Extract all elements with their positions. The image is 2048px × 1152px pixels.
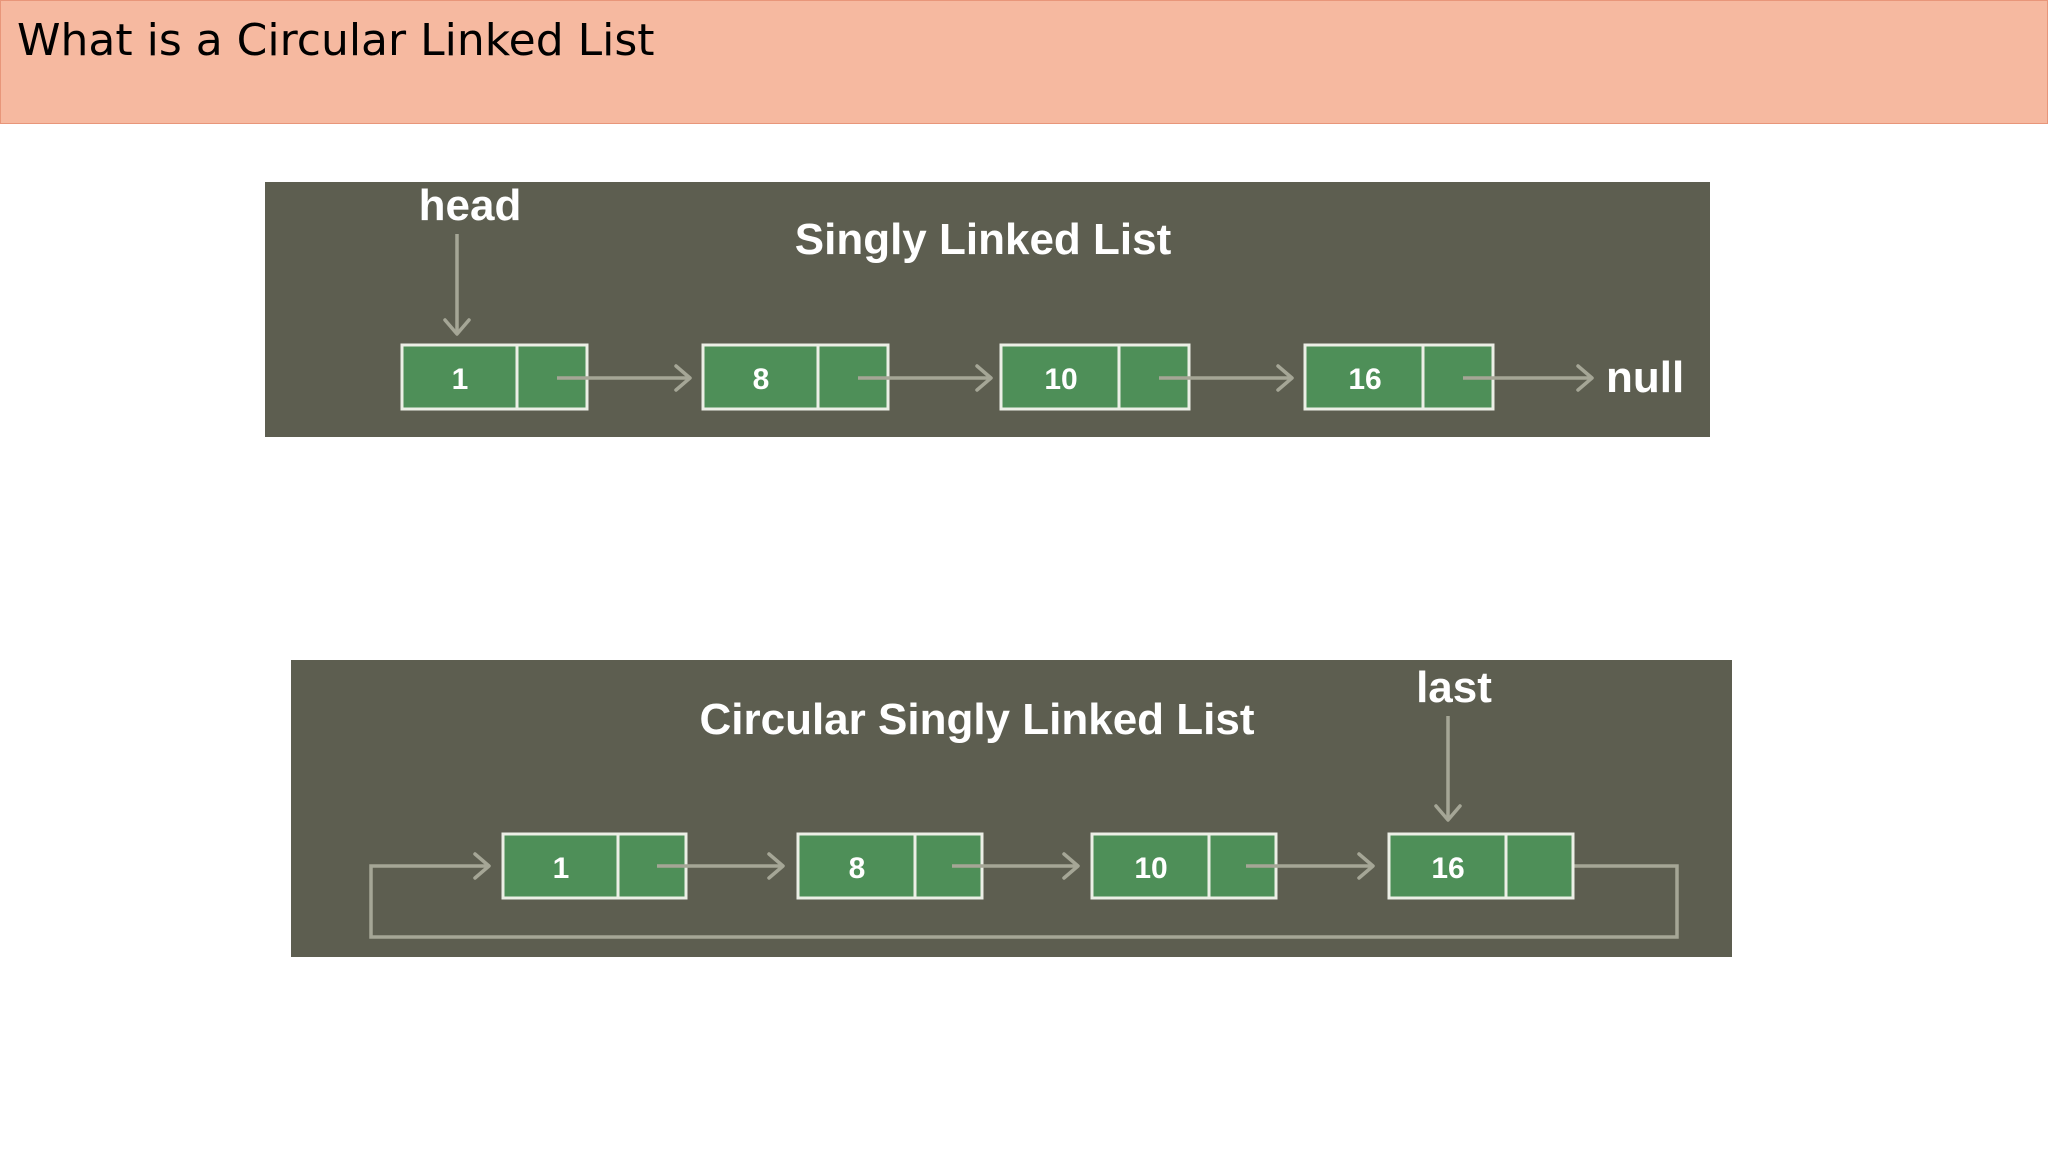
singly-diagram-canvas: head Singly Linked List 1 8 10: [400, 182, 1684, 411]
head-label: head: [419, 182, 522, 230]
singly-node-16: 16: [1303, 343, 1495, 411]
node-value: 16: [1431, 852, 1464, 885]
singly-title: Singly Linked List: [795, 215, 1172, 264]
circular-linked-list-diagram: Circular Singly Linked List last 1 8 10: [291, 660, 1732, 957]
circular-return-link: [369, 864, 1679, 939]
link-arrowhead: [767, 852, 785, 880]
head-pointer-arrowhead: [443, 318, 471, 336]
link-arrowhead: [1576, 364, 1594, 392]
link-arrowhead: [1276, 364, 1294, 392]
circular-diagram-canvas: Circular Singly Linked List last 1 8 10: [369, 663, 1679, 939]
slide-title: What is a Circular Linked List: [17, 15, 655, 66]
singly-node-8: 8: [701, 343, 890, 411]
singly-node-1: 1: [400, 343, 589, 411]
node-value: 10: [1134, 852, 1167, 885]
node-value: 8: [849, 852, 866, 885]
circular-node-10: 10: [1090, 832, 1278, 900]
circular-node-16: 16: [1387, 832, 1575, 900]
last-label: last: [1416, 663, 1492, 712]
singly-linked-list-diagram: head Singly Linked List 1 8 10: [265, 182, 1710, 437]
node-value: 1: [553, 852, 570, 885]
link-arrowhead: [674, 364, 692, 392]
circular-return-arrowhead: [473, 852, 491, 880]
node-value: 16: [1348, 363, 1381, 396]
circular-title: Circular Singly Linked List: [699, 695, 1254, 744]
node-value: 10: [1044, 363, 1077, 396]
null-label: null: [1606, 353, 1684, 402]
link-arrowhead: [1357, 852, 1375, 880]
node-value: 1: [452, 363, 469, 396]
title-bar: What is a Circular Linked List: [0, 0, 2048, 124]
link-arrowhead: [1062, 852, 1080, 880]
last-pointer-arrowhead: [1434, 804, 1462, 822]
link-arrowhead: [975, 364, 993, 392]
node-value: 8: [753, 363, 770, 396]
